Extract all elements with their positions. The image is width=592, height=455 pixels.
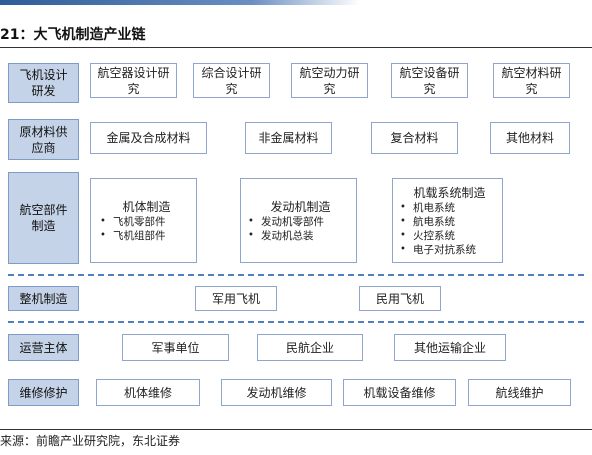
bullet-item: 发动机总装: [245, 229, 356, 243]
box-engine-maintenance: 发动机维修: [221, 379, 332, 406]
box-aero-material-research: 航空材料研究: [493, 63, 570, 98]
box-airborne-equipment-maintenance: 机载设备维修: [343, 379, 456, 406]
header-band: [0, 0, 360, 5]
category-aircraft-assembly: 整机制造: [8, 286, 79, 311]
box-aero-equipment-research: 航空设备研究: [391, 63, 468, 98]
box-airframe-maintenance: 机体维修: [96, 379, 200, 406]
bullet-item: 航电系统: [397, 215, 502, 229]
bullet-item: 机电系统: [397, 201, 502, 215]
box-other-material: 其他材料: [490, 122, 570, 154]
category-label: 整机制造: [19, 291, 68, 306]
category-raw-material-suppliers: 原材料供应商: [8, 119, 79, 160]
box-label: 航空器设计研究: [97, 65, 170, 96]
source-rule: [0, 429, 592, 430]
source-note: 来源：前瞻产业研究院，东北证券: [0, 434, 181, 448]
category-label: 航空部件制造: [19, 203, 68, 233]
bullet-item: 电子对抗系统: [397, 243, 502, 257]
box-other-transport-companies: 其他运输企业: [394, 334, 506, 361]
group-bullets: 机电系统 航电系统 火控系统 电子对抗系统: [397, 201, 502, 257]
group-airframe-manufacturing: 机体制造 飞机零部件 飞机组部件: [90, 178, 197, 263]
box-aero-power-research: 航空动力研究: [291, 63, 368, 98]
box-aircraft-design-research: 航空器设计研究: [90, 63, 177, 98]
group-title: 机体制造: [122, 200, 171, 214]
title-rule: [0, 47, 592, 48]
bullet-item: 飞机组部件: [97, 229, 196, 243]
box-nonmetal-material: 非金属材料: [245, 122, 332, 154]
box-label: 航空设备研究: [399, 65, 460, 96]
group-bullets: 飞机零部件 飞机组部件: [97, 215, 196, 243]
figure-title: 21：大飞机制造产业链: [0, 27, 146, 43]
category-maintenance-repair: 维修修护: [8, 379, 79, 406]
box-military-aircraft: 军用飞机: [195, 286, 277, 311]
box-label: 航空动力研究: [299, 65, 360, 96]
box-label: 航空材料研究: [501, 65, 562, 96]
dashed-separator: [8, 274, 584, 276]
group-bullets: 发动机零部件 发动机总装: [245, 215, 356, 243]
bullet-item: 火控系统: [397, 229, 502, 243]
category-aviation-parts-manufacturing: 航空部件制造: [8, 172, 79, 264]
bullet-item: 飞机零部件: [97, 215, 196, 229]
category-design-rd: 飞机设计研发: [8, 63, 79, 103]
dashed-separator: [8, 321, 584, 323]
box-civil-aircraft: 民用飞机: [359, 286, 441, 311]
category-label: 维修修护: [19, 385, 68, 400]
box-integrated-design-research: 综合设计研究: [193, 63, 270, 98]
group-title: 发动机制造: [270, 200, 331, 214]
category-label: 飞机设计研发: [19, 68, 68, 98]
group-airborne-system-manufacturing: 机载系统制造 机电系统 航电系统 火控系统 电子对抗系统: [392, 178, 503, 263]
group-engine-manufacturing: 发动机制造 发动机零部件 发动机总装: [240, 178, 357, 263]
category-label: 原材料供应商: [19, 124, 68, 155]
category-label: 运营主体: [19, 340, 68, 355]
header-strip: [0, 0, 592, 9]
box-metal-composite-material: 金属及合成材料: [90, 122, 207, 154]
bullet-item: 发动机零部件: [245, 215, 356, 229]
box-label: 综合设计研究: [201, 65, 262, 96]
group-title: 机载系统制造: [413, 186, 486, 200]
box-line-maintenance: 航线维护: [468, 379, 571, 406]
box-composite-material: 复合材料: [371, 122, 458, 154]
box-civil-aviation-companies: 民航企业: [257, 334, 363, 361]
category-operators: 运营主体: [8, 334, 79, 361]
box-military-units: 军事单位: [122, 334, 229, 361]
